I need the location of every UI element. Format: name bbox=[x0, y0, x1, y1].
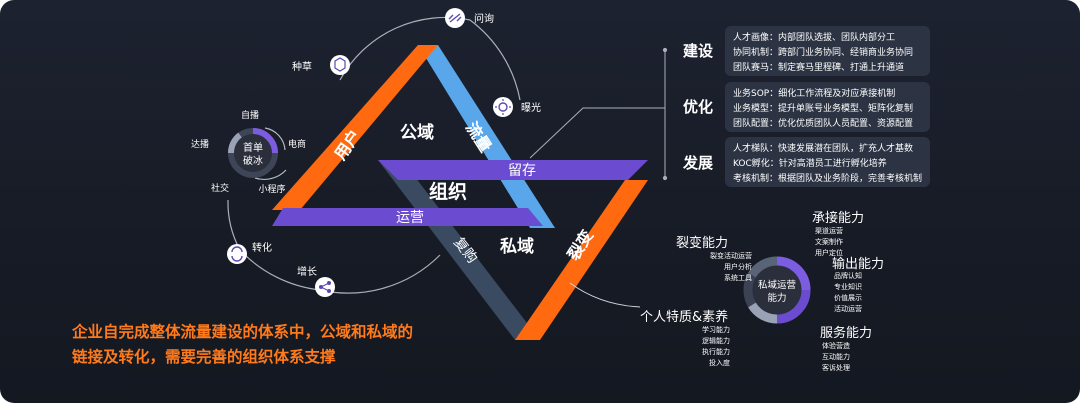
label-inquiry: 问询 bbox=[474, 12, 494, 25]
label-growth: 增长 bbox=[297, 265, 317, 278]
label-operation: 运营 bbox=[396, 210, 424, 226]
section-title-build: 建设 bbox=[683, 42, 714, 60]
outer-arc-left bbox=[227, 199, 241, 251]
cap-title-personal: 个人特质&素养 bbox=[640, 310, 729, 325]
label-organization: 组织 bbox=[429, 180, 467, 203]
capability-center-line-2: 能力 bbox=[767, 292, 786, 304]
cap-list-intake: 渠道运营 文案制作 用户定位 bbox=[815, 227, 843, 257]
label-seeding: 种草 bbox=[292, 60, 312, 73]
org-box-develop: 人才梯队：快速发展潜在团队，扩充人才基数 KOC孵化：针对高潜员工进行孵化培养 … bbox=[725, 137, 930, 187]
conclusion-line-2: 链接及转化，需要完善的组织体系支撑 bbox=[72, 348, 336, 366]
inner-cycle bbox=[254, 127, 287, 181]
label-mini-program: 小程序 bbox=[258, 183, 285, 195]
section-title-optimize: 优化 bbox=[683, 98, 714, 116]
outer-arc-bottom bbox=[319, 254, 441, 294]
label-exposure: 曝光 bbox=[521, 101, 541, 114]
icebreak-line-1: 首单 bbox=[243, 141, 263, 154]
org-line: KOC孵化：针对高潜员工进行孵化培养 bbox=[733, 159, 887, 169]
org-line: 人才画像：内部团队选拔、团队内部分工 bbox=[733, 33, 896, 43]
inner-arc-1 bbox=[264, 127, 286, 151]
cap-title-output: 输出能力 bbox=[832, 257, 885, 272]
cap-list-output: 品牌认知 专业知识 价值展示 活动运营 bbox=[834, 272, 862, 313]
retention-band bbox=[378, 160, 648, 180]
icebreak-ring: 首单 破冰 bbox=[227, 128, 278, 178]
exposure-icon bbox=[493, 97, 513, 117]
cap-title-fission: 裂变能力 bbox=[676, 236, 729, 251]
inner-arc-2 bbox=[254, 169, 287, 181]
org-line: 协同机制：跨部门业务协同、经销商业务协同 bbox=[733, 48, 914, 58]
capability-ring: 私域运营 能力 bbox=[743, 256, 811, 324]
traffic-band bbox=[418, 45, 555, 228]
link-icon bbox=[445, 8, 465, 28]
org-line: 团队赛马：制定赛马里程碑、打通上升通道 bbox=[733, 63, 905, 73]
org-line: 业务SOP：细化工作流程及对应承接机制 bbox=[733, 89, 896, 99]
users-band bbox=[272, 45, 438, 210]
icebreak-ring-accent bbox=[252, 128, 278, 154]
org-line: 团队配置：优化优质团队人员配置、资源配置 bbox=[733, 119, 914, 129]
cap-list-service: 体验营造 互动能力 客诉处理 bbox=[822, 342, 850, 372]
cap-list-fission: 裂变活动运营 用户分析 系统工具 bbox=[710, 252, 752, 282]
fission-band bbox=[515, 180, 648, 340]
label-ecommerce: 电商 bbox=[288, 138, 306, 150]
org-line: 考核机制：根据团队及业务阶段，完善考核机制 bbox=[733, 174, 923, 184]
org-line: 人才梯队：快速发展潜在团队，扩充人才基数 bbox=[733, 144, 914, 154]
org-box-optimize: 业务SOP：细化工作流程及对应承接机制 业务模型：提升单账号业务模型、矩阵化复制… bbox=[725, 82, 930, 132]
capability-center-line-1: 私域运营 bbox=[758, 279, 796, 291]
conclusion-text: 企业自完成整体流量建设的体系中，公域和私域的 链接及转化，需要完善的组织体系支撑 bbox=[72, 320, 413, 370]
icebreak-line-2: 破冰 bbox=[243, 154, 263, 167]
capability-connector bbox=[569, 282, 641, 308]
seeding-icon bbox=[330, 55, 350, 75]
label-social: 社交 bbox=[211, 182, 229, 194]
label-influencer-live: 达播 bbox=[191, 138, 209, 150]
org-connectors bbox=[529, 47, 668, 181]
label-public-domain: 公域 bbox=[400, 122, 434, 143]
cap-title-service: 服务能力 bbox=[820, 326, 873, 341]
repurchase-band bbox=[378, 160, 540, 340]
section-title-develop: 发展 bbox=[683, 154, 714, 172]
label-private-domain: 私域 bbox=[500, 236, 534, 257]
conclusion-line-1: 企业自完成整体流量建设的体系中，公域和私域的 bbox=[72, 323, 414, 341]
outer-arc-right bbox=[469, 19, 521, 101]
share-icon bbox=[315, 277, 335, 297]
org-box-build: 人才画像：内部团队选拔、团队内部分工 协同机制：跨部门业务协同、经销商业务协同 … bbox=[725, 26, 930, 76]
cap-list-personal: 学习能力 逻辑能力 执行能力 投入度 bbox=[702, 326, 730, 367]
label-conversion: 转化 bbox=[252, 241, 272, 254]
label-retention: 留存 bbox=[508, 163, 536, 179]
operation-band bbox=[272, 208, 543, 226]
cap-title-intake: 承接能力 bbox=[812, 211, 865, 226]
conversion-icon bbox=[227, 244, 247, 264]
label-self-live: 自播 bbox=[241, 109, 259, 121]
icebreak-ring-light bbox=[227, 132, 242, 154]
org-line: 业务模型：提升单账号业务模型、矩阵化复制 bbox=[733, 104, 914, 114]
